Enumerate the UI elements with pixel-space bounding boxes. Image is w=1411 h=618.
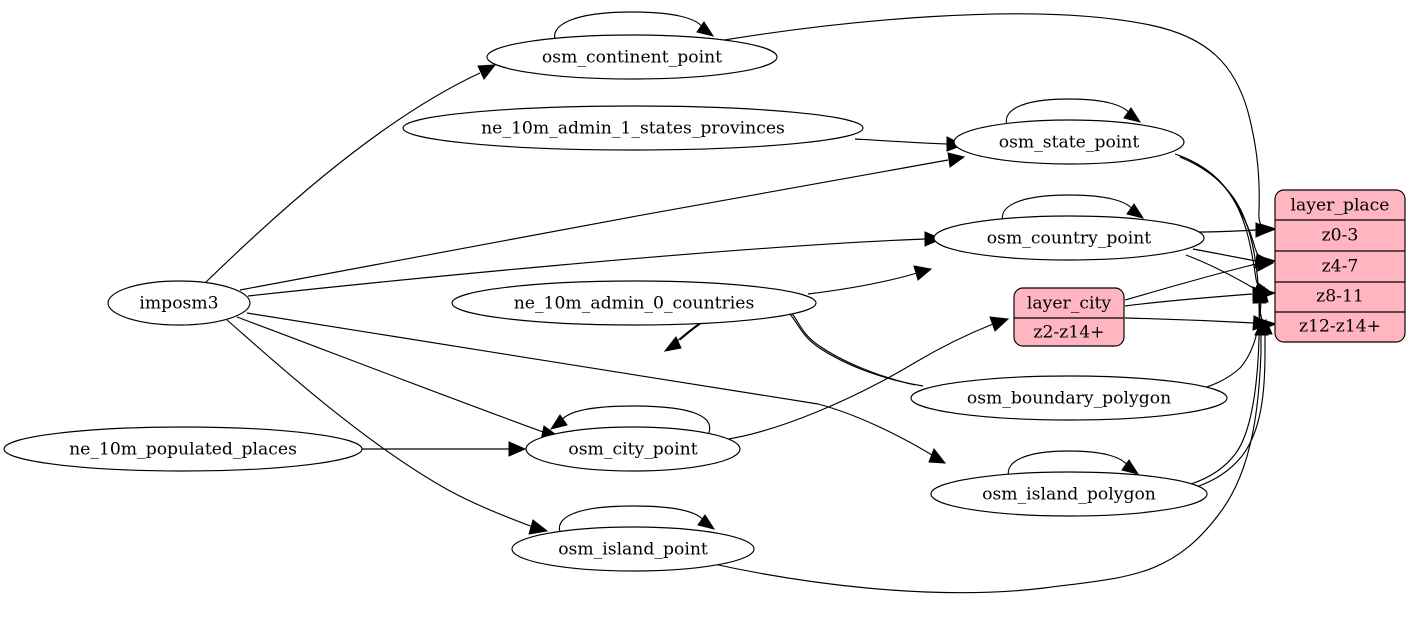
edge-osm_city_point-to-layer_city — [721, 316, 1010, 441]
record-row-layer_place-title: layer_place — [1291, 196, 1390, 216]
node-label-osm_country_point: osm_country_point — [987, 229, 1152, 249]
node-layer_place[interactable]: layer_place z0-3 z4-7 z8-11 z12-z14+ — [1274, 189, 1406, 343]
node-label-osm_boundary_polygon: osm_boundary_polygon — [967, 389, 1171, 409]
node-osm_island_polygon[interactable]: osm_island_polygon — [930, 471, 1208, 517]
record-row-layer_city-title: layer_city — [1027, 294, 1111, 314]
record-row-layer_city-z2-z14[interactable]: z2-z14+ — [1033, 323, 1104, 343]
node-ne_10m_admin_1_states_provinces[interactable]: ne_10m_admin_1_states_provinces — [402, 105, 864, 151]
node-label-imposm3: imposm3 — [139, 294, 218, 314]
edge-layer_city-to-layer_place-z12-z14 — [1124, 315, 1272, 331]
node-layer_city[interactable]: layer_city z2-z14+ — [1013, 287, 1125, 347]
edge-imposm3-to-osm_country_point — [247, 231, 943, 297]
selfloop-osm_state_point — [1005, 98, 1142, 129]
node-ne_10m_admin_0_countries[interactable]: ne_10m_admin_0_countries — [451, 280, 817, 326]
node-label-osm_island_polygon: osm_island_polygon — [982, 485, 1156, 505]
selfloop-osm_city_point — [549, 405, 711, 436]
record-row-layer_place-z4-7[interactable]: z4-7 — [1322, 257, 1359, 277]
node-osm_country_point[interactable]: osm_country_point — [933, 215, 1205, 261]
selfloop-osm_island_point — [558, 505, 716, 536]
node-label-ne_10m_admin_0_countries: ne_10m_admin_0_countries — [514, 294, 755, 314]
edge-osm_country_point-to-layer_place-z0-3 — [1197, 222, 1274, 238]
edge-imposm3-to-osm_continent_point — [204, 64, 497, 284]
edge-imposm3-to-osm_island_polygon — [246, 312, 947, 464]
edge-osm_state_point-to-layer_place-z4-7 — [1174, 153, 1277, 268]
record-node-layer: layer_place z0-3 z4-7 z8-11 z12-z14+ lay… — [1013, 189, 1406, 347]
node-osm_continent_point[interactable]: osm_continent_point — [486, 34, 778, 80]
record-row-layer_place-z12-z14[interactable]: z12-z14+ — [1299, 317, 1381, 337]
edge-ne_10m_admin_1_states_provinces-to-osm_state_point — [854, 136, 965, 152]
node-label-ne_10m_populated_places: ne_10m_populated_places — [69, 440, 297, 460]
edge-ne_10m_admin_0_countries-to-osm_country_point — [807, 265, 933, 295]
node-osm_city_point[interactable]: osm_city_point — [525, 426, 741, 472]
node-osm_boundary_polygon[interactable]: osm_boundary_polygon — [910, 375, 1228, 421]
edge-imposm3-to-osm_state_point — [239, 152, 966, 291]
node-osm_island_point[interactable]: osm_island_point — [511, 526, 755, 572]
edge-ne_10m_populated_places-to-osm_city_point — [362, 441, 527, 457]
edge-layer_city-to-layer_place-z4-7 — [1124, 256, 1275, 301]
edge-layer_city-to-layer_place-z8-11 — [1124, 286, 1271, 307]
node-label-osm_state_point: osm_state_point — [999, 133, 1140, 153]
edge-imposm3-to-osm_city_point — [236, 316, 561, 441]
selfloop-osm_island_polygon — [1007, 450, 1140, 481]
node-label-osm_island_point: osm_island_point — [558, 540, 708, 560]
node-osm_state_point[interactable]: osm_state_point — [953, 119, 1185, 165]
selfloop-osm_country_point — [1001, 194, 1145, 225]
node-ne_10m_populated_places[interactable]: ne_10m_populated_places — [3, 426, 363, 472]
node-label-ne_10m_admin_1_states_provinces: ne_10m_admin_1_states_provinces — [481, 119, 785, 139]
node-label-osm_city_point: osm_city_point — [568, 440, 697, 460]
record-row-layer_place-z8-11[interactable]: z8-11 — [1316, 287, 1364, 307]
node-label-osm_continent_point: osm_continent_point — [542, 48, 722, 68]
edge-osm_island_point-to-layer_place-z12-z14 — [708, 319, 1269, 594]
record-row-layer_place-z0-3[interactable]: z0-3 — [1322, 226, 1359, 246]
edge-imposm3-to-osm_island_point — [226, 319, 549, 535]
node-imposm3[interactable]: imposm3 — [107, 280, 251, 326]
node-layer: imposm3 ne_10m_populated_places ne_10m_a… — [3, 34, 1228, 572]
selfloop-osm_continent_point — [554, 11, 715, 43]
